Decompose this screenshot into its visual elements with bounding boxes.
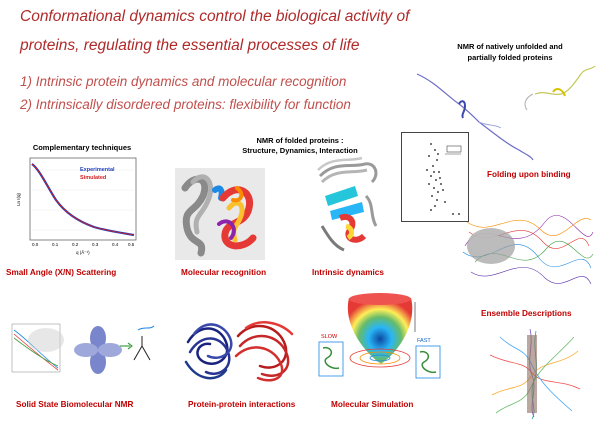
- simulation-fast-label: FAST: [417, 338, 431, 344]
- saxs-plot: Experimental Simulated Ln I(q) 0.0 0.1 0…: [16, 157, 137, 255]
- header-folded-2: Structure, Dynamics, Interaction: [242, 146, 358, 155]
- simulation-slow-label: SLOW: [321, 334, 338, 340]
- point-2: 2) Intrinsically disordered proteins: fl…: [20, 97, 351, 112]
- header-complementary: Complementary techniques: [32, 143, 132, 152]
- header-unfolded-1: NMR of natively unfolded and: [457, 42, 563, 51]
- caption-ensemble: Ensemble Descriptions: [481, 309, 572, 318]
- caption-ppi: Protein-protein interactions: [188, 400, 296, 409]
- saxs-xlabel: q (Å⁻¹): [76, 249, 90, 255]
- caption-simulation: Molecular Simulation: [331, 400, 414, 409]
- saxs-xtick-4: 0.4: [112, 242, 119, 247]
- point-1: 1) Intrinsic protein dynamics and molecu…: [20, 74, 347, 89]
- protein-protein-image: [184, 321, 294, 382]
- ensemble-image: [462, 215, 594, 285]
- caption-recognition: Molecular recognition: [181, 268, 267, 277]
- saxs-xtick-3: 0.3: [92, 242, 99, 247]
- intrinsic-dynamics-image: [317, 156, 378, 252]
- saxs-xtick-0: 0.0: [32, 242, 39, 247]
- caption-saxs: Small Angle (X/N) Scattering: [6, 268, 117, 277]
- header-unfolded-2: partially folded proteins: [467, 53, 553, 62]
- unfolded-chain-image: [416, 65, 596, 161]
- title-line-2: proteins, regulating the essential proce…: [20, 37, 360, 54]
- header-folded-1: NMR of folded proteins :: [256, 136, 344, 145]
- caption-solid-state: Solid State Biomolecular NMR: [16, 400, 134, 409]
- saxs-xtick-1: 0.1: [52, 242, 59, 247]
- saxs-simulated-curve: [31, 163, 135, 236]
- caption-intrinsic: Intrinsic dynamics: [312, 268, 384, 277]
- simulation-image: SLOW FAST: [318, 293, 441, 379]
- nmr-spectrum-inset: [401, 132, 469, 222]
- title-line-1: Conformational dynamics control the biol…: [20, 8, 410, 25]
- saxs-xtick-5: 0.5: [128, 242, 135, 247]
- saxs-legend-simulated: Simulated: [80, 175, 106, 181]
- saxs-xtick-2: 0.2: [72, 242, 79, 247]
- saxs-legend-experimental: Experimental: [80, 167, 115, 173]
- saxs-plot-frame: [29, 157, 137, 241]
- solid-state-nmr-image: [11, 323, 155, 374]
- caption-folding: Folding upon binding: [487, 170, 571, 179]
- molecular-recognition-image: [175, 168, 265, 260]
- ensemble-cluster-image: [489, 328, 581, 420]
- saxs-ylabel: Ln I(q): [16, 192, 21, 206]
